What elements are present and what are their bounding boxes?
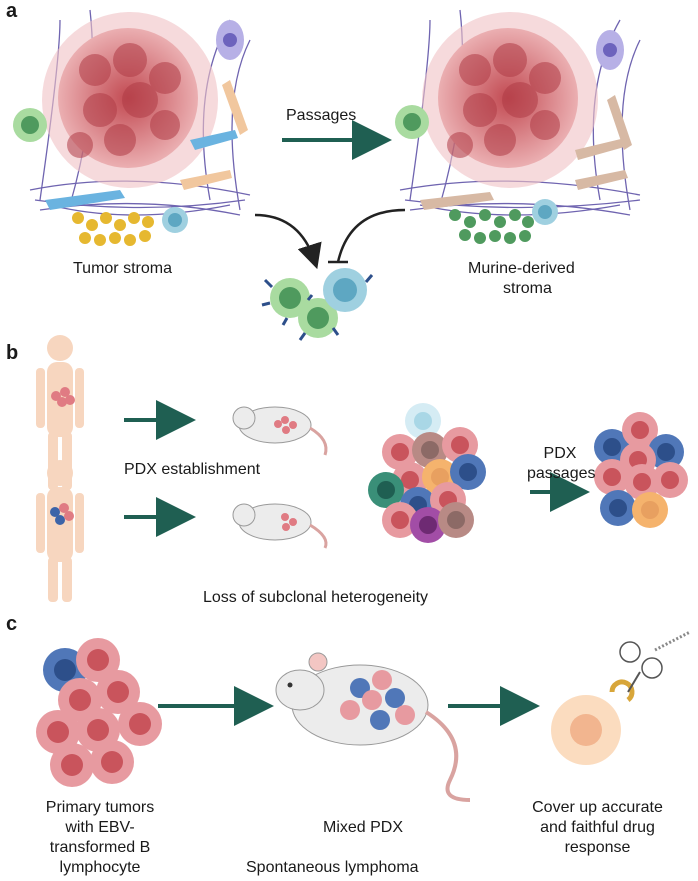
drug-response-line2: and faithful drug <box>540 819 655 836</box>
murine-derived-label-line2: stroma <box>503 280 552 297</box>
pdx-mouse-2 <box>232 503 328 549</box>
passages-label: Passages <box>286 107 357 124</box>
pdx-mouse-1 <box>232 406 328 456</box>
pdx-passages-label-line1: PDX <box>543 445 577 462</box>
primary-tumors-line4: lymphocyte <box>59 859 141 876</box>
loss-heterogeneity-caption: Loss of subclonal heterogeneity <box>203 589 429 606</box>
drug-response-line3: response <box>564 839 631 856</box>
tumor-stroma-label: Tumor stroma <box>73 260 172 277</box>
murine-derived-label-line1: Murine-derived <box>468 260 575 277</box>
mixed-pdx-label: Mixed PDX <box>323 819 404 836</box>
homogeneous-tumor-cluster <box>594 412 688 528</box>
panel-b-letter: b <box>6 342 19 364</box>
primary-tumors-line1: Primary tumors <box>45 799 155 816</box>
panel-c-letter: c <box>6 613 18 635</box>
immune-cells-cluster <box>261 268 374 341</box>
drug-response-cell <box>551 630 691 765</box>
primary-tumors-line2: with EBV- <box>65 819 135 836</box>
murine-stroma-illustration <box>395 9 641 244</box>
patient-tumor-1 <box>51 387 75 407</box>
primary-tumors-line3: transformed B <box>49 839 151 856</box>
patient-figure-2 <box>36 460 84 602</box>
primary-tumor-cluster <box>36 638 162 787</box>
pdx-establishment-label: PDX establishment <box>124 461 261 478</box>
activation-arrow <box>254 213 322 270</box>
patient-tumor-2 <box>50 503 74 525</box>
panel-a-letter: a <box>6 0 18 22</box>
mixed-pdx-mouse <box>275 652 471 802</box>
pdx-passages-label-line2: passages <box>527 465 596 482</box>
inhibition-line <box>336 208 406 263</box>
drug-response-line1: Cover up accurate <box>532 799 663 816</box>
heterogeneous-tumor-cluster <box>368 403 486 543</box>
spontaneous-lymphoma-caption: Spontaneous lymphoma <box>246 859 419 876</box>
tumor-stroma-illustration <box>13 9 251 246</box>
